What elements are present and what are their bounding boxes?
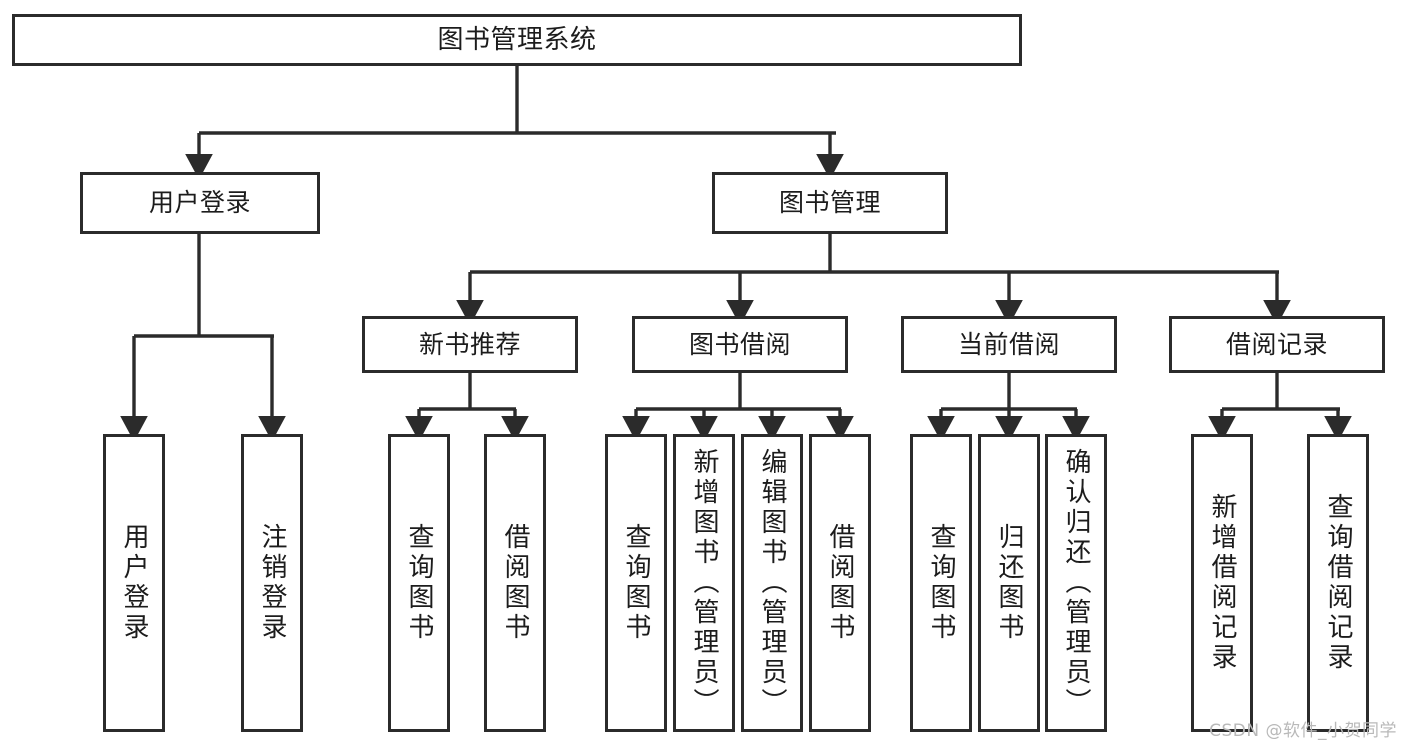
node-book-management[interactable]: 图书管理 [712, 172, 948, 234]
node-leaf-edit-book-admin[interactable]: 编辑图书（管理员） [741, 434, 803, 732]
node-current-borrow[interactable]: 当前借阅 [901, 316, 1117, 373]
node-leaf-borrow-book[interactable]: 借阅图书 [809, 434, 871, 732]
node-leaf-return-book[interactable]: 归还图书 [978, 434, 1040, 732]
node-label: 归还图书 [994, 523, 1024, 643]
node-leaf-query-borrow-record[interactable]: 查询借阅记录 [1307, 434, 1369, 732]
node-label: 用户登录 [148, 188, 251, 218]
node-label: 图书管理系统 [437, 24, 597, 55]
node-label: 当前借阅 [957, 329, 1060, 359]
node-label: 查询图书 [926, 523, 956, 643]
node-label: 编辑图书（管理员） [757, 448, 787, 718]
node-label: 注销登录 [257, 523, 287, 643]
node-new-book-recommend[interactable]: 新书推荐 [362, 316, 578, 373]
node-leaf-logout[interactable]: 注销登录 [241, 434, 303, 732]
node-label: 借阅图书 [500, 523, 530, 643]
node-label: 借阅记录 [1225, 329, 1328, 359]
node-label: 查询图书 [621, 523, 651, 643]
node-leaf-add-book-admin[interactable]: 新增图书（管理员） [673, 434, 735, 732]
node-label: 新书推荐 [418, 329, 521, 359]
node-leaf-confirm-return-admin[interactable]: 确认归还（管理员） [1045, 434, 1107, 732]
node-label: 查询图书 [404, 523, 434, 643]
node-label: 新增图书（管理员） [689, 448, 719, 718]
node-label: 用户登录 [119, 523, 149, 643]
node-label: 查询借阅记录 [1323, 493, 1353, 673]
node-label: 图书借阅 [688, 329, 791, 359]
node-borrow-record[interactable]: 借阅记录 [1169, 316, 1385, 373]
node-user-login[interactable]: 用户登录 [80, 172, 320, 234]
node-label: 确认归还（管理员） [1061, 448, 1091, 718]
node-leaf-user-login[interactable]: 用户登录 [103, 434, 165, 732]
node-leaf-borrow-book-recommend[interactable]: 借阅图书 [484, 434, 546, 732]
node-root-book-management-system[interactable]: 图书管理系统 [12, 14, 1022, 66]
node-leaf-query-book-recommend[interactable]: 查询图书 [388, 434, 450, 732]
node-leaf-add-borrow-record[interactable]: 新增借阅记录 [1191, 434, 1253, 732]
node-leaf-query-book-current[interactable]: 查询图书 [910, 434, 972, 732]
node-book-borrow[interactable]: 图书借阅 [632, 316, 848, 373]
watermark-text: CSDN @软件_小贺同学 [1209, 721, 1397, 741]
node-label: 借阅图书 [825, 523, 855, 643]
node-label: 新增借阅记录 [1207, 493, 1237, 673]
node-leaf-query-book[interactable]: 查询图书 [605, 434, 667, 732]
node-label: 图书管理 [778, 188, 881, 218]
